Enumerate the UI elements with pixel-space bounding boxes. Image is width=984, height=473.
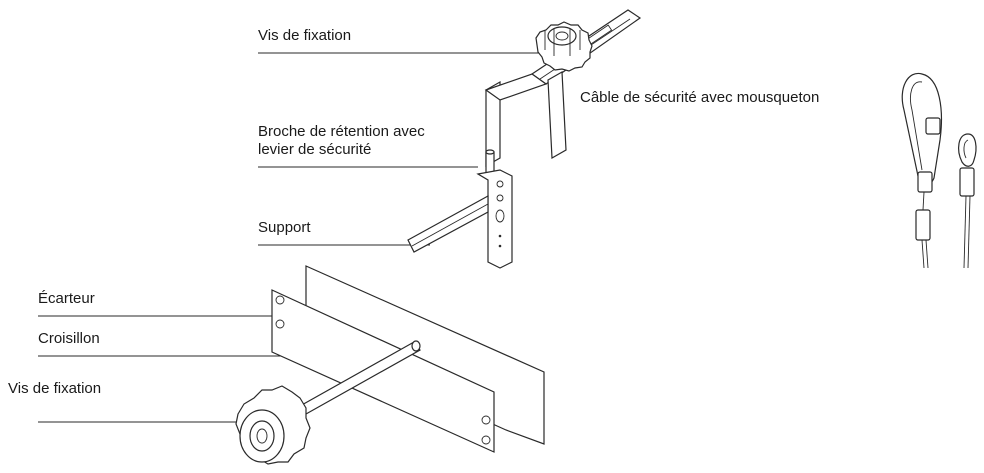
label-broche-line2: levier de sécurité — [258, 141, 372, 158]
ecarteur-croisillon — [271, 265, 545, 453]
safety-cable-eye-icon — [958, 133, 977, 269]
bottom-fixing-screw-icon — [235, 385, 311, 465]
label-cable-securite: Câble de sécurité avec mousqueton — [580, 89, 820, 106]
label-ecarteur: Écarteur — [38, 290, 95, 307]
safety-cable-carabiner-icon — [901, 72, 943, 269]
label-vis-fixation-top: Vis de fixation — [258, 27, 352, 44]
label-vis-fixation-bottom: Vis de fixation — [8, 380, 102, 397]
label-broche-line1: Broche de rétention avec — [258, 123, 425, 140]
top-fixing-screw-icon — [535, 21, 593, 72]
label-croisillon: Croisillon — [38, 330, 100, 347]
label-support: Support — [258, 219, 311, 236]
label-broche-retention: Broche de rétention avec levier de sécur… — [258, 123, 468, 159]
